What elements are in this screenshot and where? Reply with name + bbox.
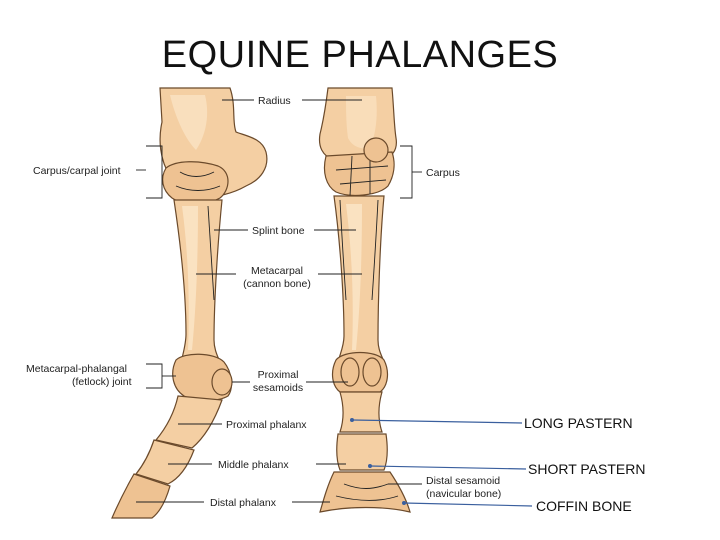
callout-labels: LONG PASTERN SHORT PASTERN COFFIN BONE: [524, 415, 645, 514]
callout-short-pastern: SHORT PASTERN: [528, 461, 645, 477]
middle-phalanx-front: [336, 433, 388, 471]
diagram-labels: Radius Carpus/carpal joint Carpus Splint…: [26, 95, 501, 509]
carpal-bones-lateral: [162, 161, 229, 205]
distal-phalanx-front: [319, 471, 411, 513]
callout-long-pastern: LONG PASTERN: [524, 415, 633, 431]
label-metacarpal: Metacarpal: [251, 265, 303, 277]
label-carpus-joint: Carpus/carpal joint: [33, 165, 121, 177]
label-radius: Radius: [258, 95, 291, 107]
proximal-sesamoid-lateral: [211, 368, 233, 396]
label-distal-phalanx: Distal phalanx: [210, 497, 277, 509]
label-middle-phalanx: Middle phalanx: [218, 459, 289, 471]
carpal-bones-front: [323, 151, 395, 196]
proximal-sesamoid-front-left: [340, 357, 360, 387]
leader-lines: [136, 99, 422, 503]
label-sesamoids-2: sesamoids: [253, 382, 303, 394]
proximal-phalanx-lateral: [154, 395, 223, 449]
label-cannon-bone: (cannon bone): [243, 278, 311, 290]
callout-coffin-bone: COFFIN BONE: [536, 498, 632, 514]
accessory-carpal-front: [363, 137, 389, 163]
label-carpus: Carpus: [426, 167, 460, 179]
label-distal-sesamoid-2: (navicular bone): [426, 488, 501, 500]
front-limb: [318, 87, 411, 513]
label-sesamoids-1: Proximal: [258, 369, 299, 381]
cannon-bone-lateral: [173, 199, 223, 369]
page-title: EQUINE PHALANGES: [161, 34, 559, 76]
proximal-phalanx-front: [339, 391, 383, 433]
distal-phalanx-lateral: [111, 473, 171, 519]
label-splint-bone: Splint bone: [252, 225, 305, 237]
label-fetlock-2: (fetlock) joint: [72, 376, 132, 388]
label-fetlock-1: Metacarpal-phalangal: [26, 363, 127, 375]
lateral-limb: [111, 87, 268, 519]
proximal-sesamoid-front-right: [362, 357, 382, 387]
label-distal-sesamoid-1: Distal sesamoid: [426, 475, 500, 487]
label-proximal-phalanx: Proximal phalanx: [226, 419, 307, 431]
middle-phalanx-lateral: [134, 439, 195, 485]
callout-lines: [350, 418, 533, 507]
